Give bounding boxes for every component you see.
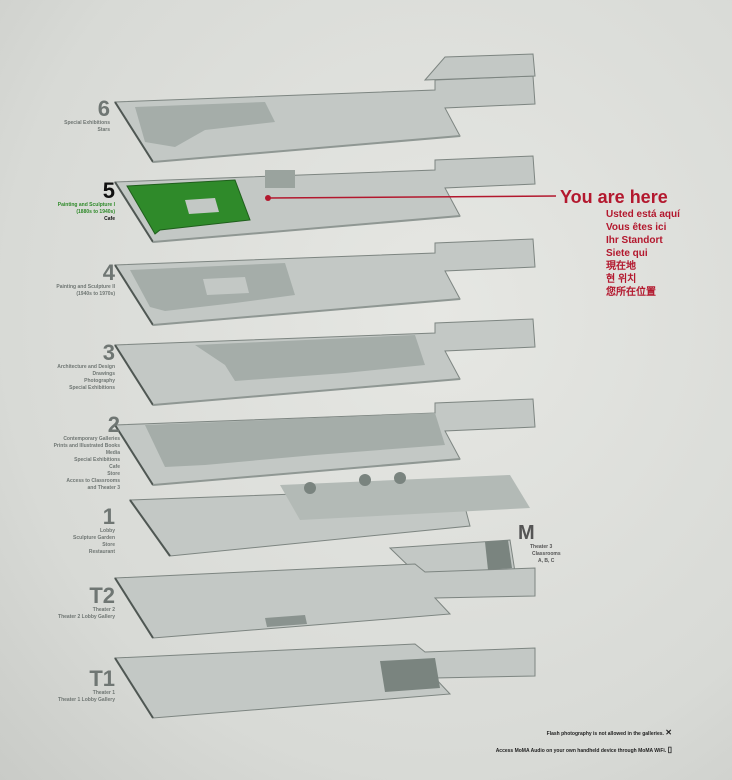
floor-description: Media (105, 450, 120, 456)
floor-2-plan[interactable] (114, 398, 536, 486)
note-text: Access MoMA Audio on your own handheld d… (495, 748, 667, 754)
floor-3-label: 3 Architecture and Design Drawings Photo… (20, 342, 115, 392)
floor-t2-label: T2 Theater 2 Theater 2 Lobby Gallery (20, 585, 115, 621)
floor-2-label: 2 Contemporary Galleries Prints and Illu… (20, 414, 120, 492)
floor-description: Theater 3 (530, 544, 553, 550)
floor-number: M (518, 522, 535, 544)
floor-description: Lobby (100, 528, 115, 534)
translation: Vous êtes ici (606, 222, 667, 233)
floor-number: 2 (107, 412, 120, 437)
floor-number: T1 (89, 666, 115, 691)
audio-device-icon: ▯ (667, 745, 672, 754)
floor-description: (1880s to 1940s) (76, 209, 115, 215)
translation: 現在地 (606, 261, 636, 272)
no-flash-icon: ✕ (665, 728, 672, 737)
floor-4-plan[interactable] (114, 238, 536, 326)
floor-description: Painting and Sculpture II (56, 284, 115, 290)
audio-note: Access MoMA Audio on your own handheld d… (496, 745, 672, 756)
floor-description: Cafe (109, 464, 120, 470)
floor-description: Store (102, 542, 115, 548)
you-are-here-pointer (267, 195, 557, 199)
floor-description: Theater 2 Lobby Gallery (58, 614, 115, 620)
floor-description: Contemporary Galleries (63, 436, 120, 442)
floor-description: Architecture and Design (57, 364, 115, 370)
floor-5-label: 5 Painting and Sculpture I (1880s to 194… (20, 180, 115, 223)
floor-description: Painting and Sculpture I (57, 202, 115, 208)
translation: 현 위치 (606, 274, 637, 285)
floor-description: Store (107, 471, 120, 477)
translation: 您所在位置 (606, 287, 656, 298)
floor-t2-plan[interactable] (114, 563, 536, 639)
floor-number: 6 (97, 96, 110, 121)
floor-description: Special Exhibitions (74, 457, 120, 463)
translation: Usted está aquí (606, 209, 680, 220)
you-are-here-callout: You are here Usted está aquí Vous êtes i… (560, 186, 680, 299)
floor-t1-plan[interactable] (114, 643, 536, 719)
translation: Ihr Standort (606, 235, 663, 246)
floor-description: A, B, C (538, 558, 555, 564)
flash-note: Flash photography is not allowed in the … (547, 728, 672, 739)
floor-description: and Theater 3 (87, 485, 120, 491)
mezzanine-label: M Theater 3 Classrooms A, B, C (518, 522, 561, 565)
translation: Siete qui (606, 248, 648, 259)
note-text: Flash photography is not allowed in the … (546, 731, 664, 737)
floor-description: Access to Classrooms (66, 478, 120, 484)
floor-description: Sculpture Garden (73, 535, 115, 541)
floor-1-label: 1 Lobby Sculpture Garden Store Restauran… (20, 506, 115, 556)
floor-description: Theater 2 (92, 607, 115, 613)
floor-6-label: 6 Special Exhibitions Stars (20, 98, 110, 134)
floor-description: Classrooms (532, 551, 561, 557)
floor-description: Theater 1 (92, 690, 115, 696)
floor-6-plan[interactable] (114, 53, 536, 163)
floor-description: Special Exhibitions (64, 120, 110, 126)
floor-description: (1940s to 1970s) (76, 291, 115, 297)
floor-description: Restaurant (88, 549, 115, 555)
floor-number: 3 (102, 340, 115, 365)
floor-description: Special Exhibitions (69, 385, 115, 391)
floor-5-plan[interactable] (114, 155, 536, 243)
floor-1-plan[interactable] (129, 472, 530, 557)
floor-t1-label: T1 Theater 1 Theater 1 Lobby Gallery (20, 668, 115, 704)
floor-description: Prints and Illustrated Books (53, 443, 120, 449)
you-are-here-title: You are here (560, 187, 668, 207)
floor-number: 1 (102, 504, 115, 529)
floor-description: Photography (84, 378, 115, 384)
floor-description: Cafe (104, 216, 115, 222)
floor-3-plan[interactable] (114, 318, 536, 406)
floor-number: 5 (102, 178, 115, 203)
floor-4-label: 4 Painting and Sculpture II (1940s to 19… (20, 262, 115, 298)
floor-description: Theater 1 Lobby Gallery (58, 697, 115, 703)
floor-number: T2 (89, 583, 115, 608)
floor-number: 4 (102, 260, 115, 285)
floor-description: Drawings (92, 371, 115, 377)
floor-description: Stars (97, 127, 110, 133)
